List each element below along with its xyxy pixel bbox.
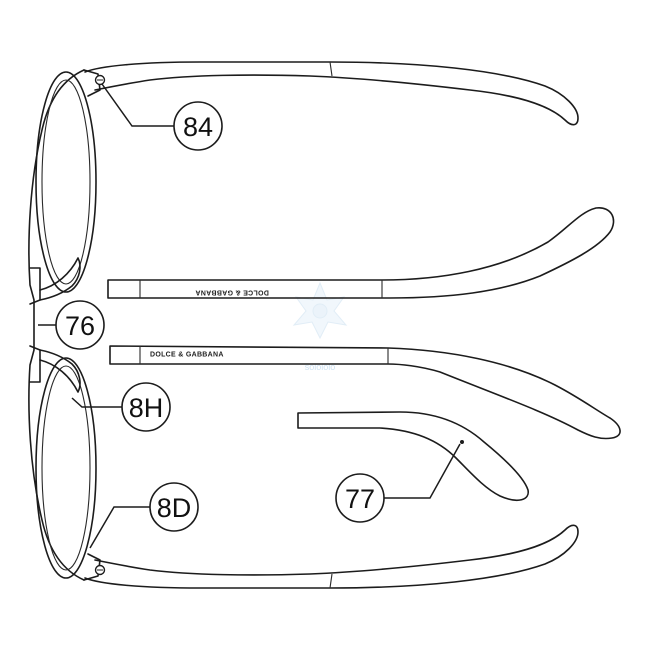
front-frame (28, 69, 106, 581)
temple-logo: DOLCE & GABBANA (150, 352, 224, 359)
watermark-star-icon (292, 281, 348, 340)
callout-label: 84 (183, 112, 213, 142)
callout-label: 8H (129, 393, 164, 423)
screw-icon (94, 74, 106, 86)
callout-84: 84 (101, 83, 223, 151)
temple-side-upper: DOLCE & GABBANA (107, 207, 615, 299)
callout-label: 76 (65, 311, 95, 341)
temple-side-lower: DOLCE & GABBANA (109, 345, 621, 440)
temple-logo-mirrored: DOLCE & GABBANA (195, 289, 269, 296)
screw-icon (94, 564, 106, 576)
temple-top (84, 61, 579, 126)
temple-tip (297, 411, 529, 502)
callout-77: 77 (335, 443, 461, 523)
callout-76: 76 (38, 300, 105, 350)
callout-8D: 8D (89, 482, 199, 549)
watermark: solololo (292, 281, 348, 372)
callout-label: 8D (157, 493, 192, 523)
temple-bottom (84, 524, 579, 589)
watermark-text: solololo (305, 362, 336, 372)
callout-label: 77 (345, 484, 375, 514)
callout-8H: 8H (71, 382, 171, 432)
